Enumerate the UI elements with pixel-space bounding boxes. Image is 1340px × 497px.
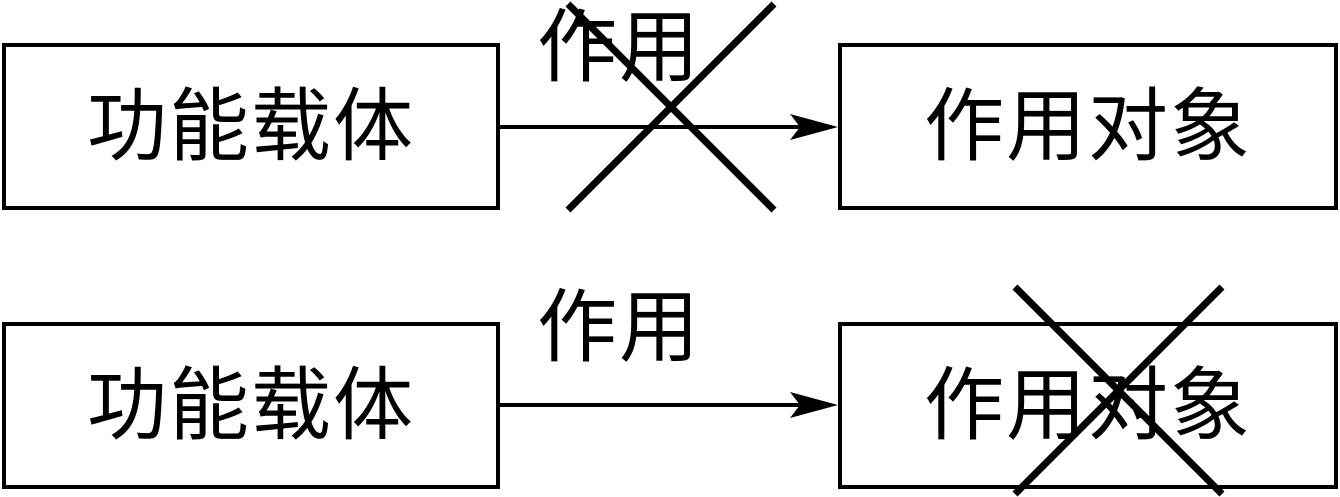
action-arrow-bottom bbox=[500, 392, 838, 418]
action-label-bottom: 作用 bbox=[537, 281, 701, 374]
target-label-top: 作用对象 bbox=[924, 79, 1252, 173]
carrier-box-top: 功能载体 bbox=[2, 43, 500, 210]
carrier-box-bottom: 功能载体 bbox=[2, 322, 500, 489]
action-arrow-top bbox=[500, 114, 838, 140]
carrier-label-top: 功能载体 bbox=[87, 79, 415, 173]
action-label-top: 作用 bbox=[537, 1, 701, 94]
target-box-top: 作用对象 bbox=[838, 43, 1338, 210]
carrier-label-bottom: 功能载体 bbox=[87, 358, 415, 452]
target-box-bottom: 作用对象 bbox=[838, 322, 1338, 489]
target-label-bottom: 作用对象 bbox=[924, 358, 1252, 452]
